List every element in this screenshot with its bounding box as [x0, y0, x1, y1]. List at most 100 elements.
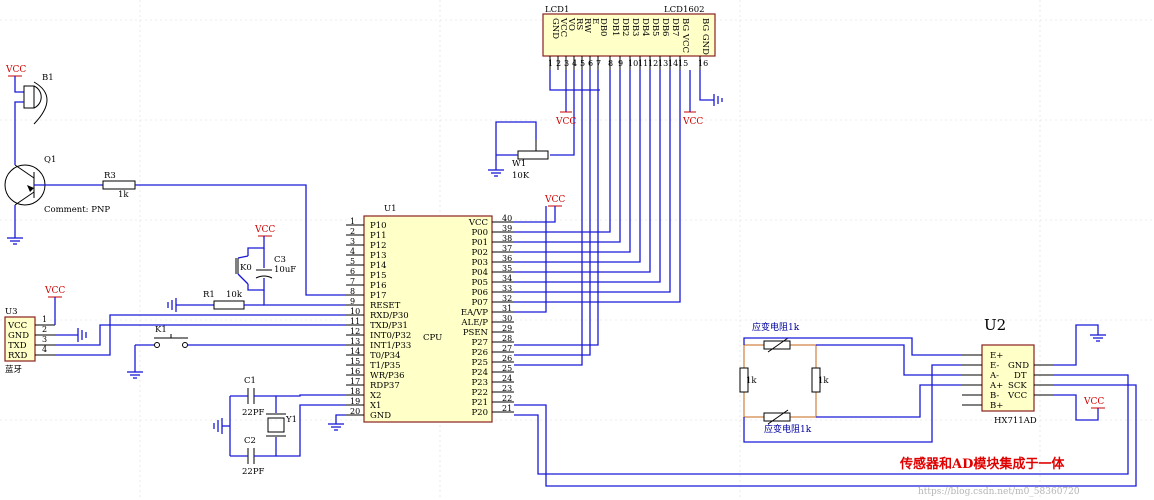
cpu-pin-label: INT1/P33 [370, 341, 411, 351]
vcc-label: VCC [254, 225, 275, 235]
cpu-pin-label: P23 [471, 378, 488, 388]
cpu-pin-group: P101P112P123P134P145P156P167P178RESET9RX… [346, 214, 514, 421]
lcd-pin-group: GND1VCC2VO3RS4RW5E6DB07DB18DB29DB310DB41… [548, 17, 710, 70]
cpu-pin-number: 5 [350, 257, 355, 266]
vcc-label: VCC [1083, 397, 1104, 407]
cpu-pin-number: 26 [502, 354, 512, 363]
vcc-label: VCC [555, 117, 576, 127]
cpu-pin-label: P14 [370, 261, 387, 271]
cpu-pin-label: TXD/P31 [370, 321, 408, 331]
cpu-pin-number: 33 [502, 284, 512, 293]
lcd-pin-number: 4 [572, 59, 577, 68]
transistor-designator: Q1 [44, 155, 56, 165]
cpu-pin-number: 31 [502, 304, 512, 313]
buzzer-circuit: VCC B1 Q1 Comment: PNP R3 1k [4, 65, 346, 296]
cpu-pin-label: P17 [370, 291, 387, 301]
bt-name: 蓝牙 [5, 364, 22, 375]
cpu-pin-number: 25 [502, 364, 512, 373]
cpu-pin-number: 20 [350, 407, 360, 416]
cpu-pin-label: P03 [471, 258, 488, 268]
gauge-bottom-label: 应变电阻1k [764, 423, 812, 435]
cpu-pin-number: 34 [502, 274, 512, 283]
cpu-chip: U1 CPU P101P112P123P134P145P156P167P178R… [346, 204, 514, 423]
lcd-pin-label: DB0 [598, 18, 608, 36]
lcd-module: LCD1 LCD1602 GND1VCC2VO3RS4RW5E6DB07DB18… [542, 5, 716, 70]
cpu-pin-label: ALE/P [460, 318, 488, 328]
cpu-pin-label: P21 [471, 398, 488, 408]
lcd-pin-label: VCC [558, 17, 568, 37]
cpu-pin-number: 36 [502, 254, 512, 263]
gauge-top-label: 应变电阻1k [752, 321, 800, 333]
bt-pin-number: 4 [42, 345, 47, 354]
cpu-pin-number: 2 [350, 227, 355, 236]
module-caption: 传感器和AD模块集成于一体 [899, 456, 1065, 472]
cpu-pin-label: VCC [468, 218, 488, 228]
lcd-pin-number: 10 [628, 59, 638, 68]
lcd-vcc-symbols: VCC VCC [555, 111, 703, 127]
lcd-pin-label: DB3 [630, 18, 640, 36]
cpu-pin-label: P05 [471, 278, 488, 288]
cpu-pin-number: 23 [502, 384, 512, 393]
c3-designator: C3 [274, 255, 286, 265]
cpu-pin-label: PSEN [463, 328, 489, 338]
cpu-pin-label: T1/P35 [370, 361, 400, 371]
hx711-pin-label: GND [1008, 361, 1029, 371]
lcd-pin-label: DB6 [660, 18, 670, 36]
bridge-left-resistor: 1k [746, 376, 757, 386]
hx711-module: U2 E+ E- A- A+ B- B+ GND DT SCK VCC HX71… [514, 316, 1137, 487]
cpu-pin-number: 3 [350, 237, 355, 246]
reset-circuit: VCC K0 C3 10uF R1 10k [167, 225, 346, 312]
button-k1: K1 [127, 325, 346, 379]
hx711-pin-label: B- [990, 391, 999, 401]
cpu-pin-number: 6 [350, 267, 355, 276]
cpu-pin-label: EA/VP [461, 308, 488, 318]
cpu-pin-number: 29 [502, 324, 512, 333]
pot-value: 10K [512, 171, 530, 181]
lcd-pin-label: DB4 [640, 18, 650, 36]
lcd-pin-label: RS [574, 18, 584, 30]
cpu-pin-label: P13 [370, 251, 387, 261]
cpu-pin-label: RXD/P30 [370, 311, 409, 321]
lcd-pin-label: DB7 [670, 18, 680, 36]
cpu-pin-label: P02 [471, 248, 488, 258]
lcd-pin-number: 14 [668, 59, 678, 68]
cpu-pin-number: 18 [350, 387, 360, 396]
lcd-pin-label: VO [566, 17, 576, 31]
lcd-pin-number: 6 [588, 59, 593, 68]
cpu-pin-number: 22 [502, 394, 512, 403]
bridge-right-resistor: 1k [818, 376, 829, 386]
bt-pin-number: 2 [42, 325, 47, 334]
r3-designator: R3 [104, 171, 116, 181]
cpu-pin-number: 39 [502, 224, 512, 233]
cpu-pin-number: 35 [502, 264, 512, 273]
r1-designator: R1 [203, 290, 215, 300]
hx711-body [981, 344, 1035, 412]
c1-value: 22PF [242, 408, 265, 418]
cpu-pin-number: 11 [350, 317, 360, 326]
vcc-label: VCC [5, 65, 26, 75]
cpu-pin-label: P10 [370, 221, 387, 231]
potentiometer-w1: W1 10K [488, 121, 549, 181]
cpu-pin-number: 24 [502, 374, 512, 383]
bt-pin-label: TXD [8, 341, 27, 351]
cpu-name: CPU [423, 333, 442, 343]
lcd-part-name: LCD1602 [664, 5, 705, 15]
bt-pin-label: RXD [8, 351, 27, 361]
load-cell-bridge: 应变电阻1k 应变电阻1k 1k 1k [739, 321, 962, 443]
cpu-pin-number: 4 [350, 247, 355, 256]
cpu-pin-number: 38 [502, 234, 512, 243]
lcd-designator: LCD1 [545, 5, 569, 15]
k1-designator: K1 [155, 325, 167, 335]
cpu-pin-label: RDP37 [370, 381, 400, 391]
hx711-pin-label: SCK [1008, 381, 1027, 391]
lcd-wiring [514, 70, 723, 366]
cpu-pin-label: X2 [370, 391, 381, 401]
vcc-label: VCC [44, 286, 65, 296]
bluetooth-module: U3 VCC GND TXD RXD 蓝牙 1 2 3 4 VCC [4, 286, 346, 375]
lcd-pin-number: 5 [580, 59, 585, 68]
cpu-pin-number: 30 [502, 314, 512, 323]
cpu-pin-number: 28 [502, 334, 512, 343]
cpu-pin-label: P22 [471, 388, 488, 398]
lcd-pin-label: RW [582, 18, 592, 33]
